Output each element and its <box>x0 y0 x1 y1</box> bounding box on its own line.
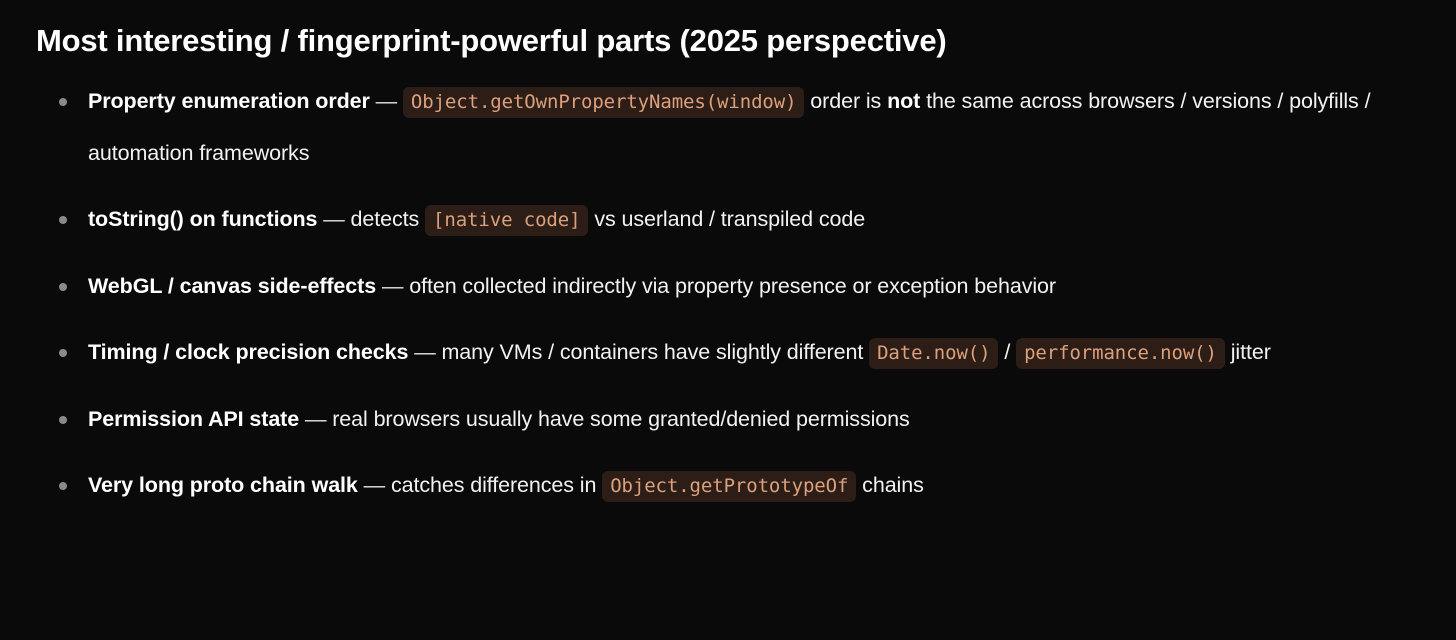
em-dash-separator: — <box>363 473 386 497</box>
list-item: toString() on functions — detects [nativ… <box>36 194 1426 246</box>
bullet-dot-icon <box>59 416 67 424</box>
em-dash-separator: — <box>304 407 327 431</box>
code-span: Object.getPrototypeOf <box>602 471 857 502</box>
em-dash-separator: — <box>375 89 398 113</box>
bullet-text: detects <box>344 207 426 231</box>
bullet-lead: Permission API state <box>88 407 300 431</box>
bullet-text: many VMs / containers have slightly diff… <box>435 340 870 364</box>
bullet-lead: WebGL / canvas side-effects <box>88 274 377 298</box>
page-title: Most interesting / fingerprint-powerful … <box>36 23 947 58</box>
list-item: WebGL / canvas side-effects — often coll… <box>36 261 1426 312</box>
em-dash-separator: — <box>414 340 436 364</box>
bullet-text-2: vs userland / transpiled code <box>588 207 866 231</box>
bullet-list: Property enumeration order — Object.getO… <box>36 76 1426 512</box>
code-span: [native code] <box>425 205 589 236</box>
bullet-text-3: jitter <box>1224 340 1271 364</box>
bullet-text-2: the same across browsers / versions / po… <box>88 89 1371 165</box>
bullet-lead: Timing / clock precision checks <box>88 340 409 364</box>
list-item: Very long proto chain walk — catches dif… <box>36 460 1426 512</box>
bullet-text: real browsers usually have some granted/… <box>326 407 910 431</box>
bullet-lead: Property enumeration order <box>88 89 370 113</box>
bullet-text-2: chains <box>856 473 924 497</box>
bullet-text-2: / <box>998 340 1017 364</box>
code-span: Object.getOwnPropertyNames(window) <box>402 87 805 118</box>
list-item: Permission API state — real browsers usu… <box>36 394 1426 445</box>
bullet-dot-icon <box>59 216 67 224</box>
bullet-dot-icon <box>59 482 67 490</box>
bullet-text: catches differences in <box>385 473 603 497</box>
bullet-dot-icon <box>59 98 67 106</box>
bullet-emphasis: not <box>887 89 921 113</box>
bullet-lead: Very long proto chain walk <box>88 473 358 497</box>
list-item: Property enumeration order — Object.getO… <box>36 76 1426 179</box>
code-span-2: performance.now() <box>1016 338 1225 369</box>
bullet-text: order is <box>804 89 888 113</box>
em-dash-separator: — <box>381 274 404 298</box>
bullet-lead: toString() on functions <box>88 207 318 231</box>
code-span: Date.now() <box>869 338 999 369</box>
bullet-dot-icon <box>59 283 67 291</box>
bullet-text: often collected indirectly via property … <box>403 274 1056 298</box>
list-item: Timing / clock precision checks — many V… <box>36 327 1426 379</box>
em-dash-separator: — <box>323 207 345 231</box>
bullet-dot-icon <box>59 349 67 357</box>
